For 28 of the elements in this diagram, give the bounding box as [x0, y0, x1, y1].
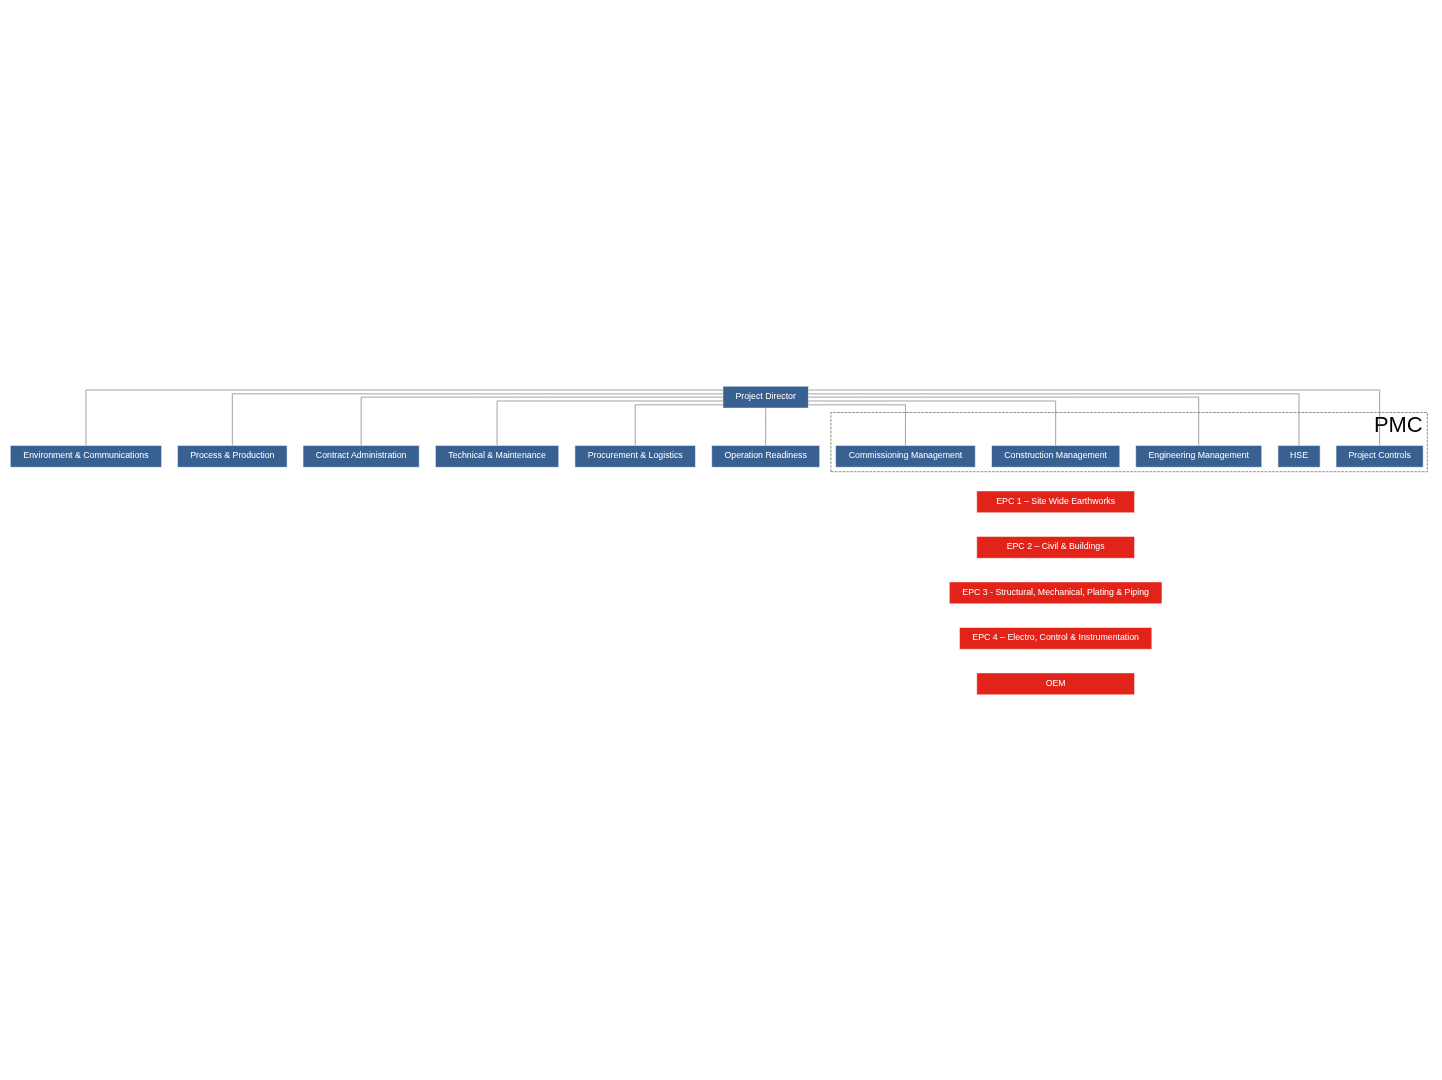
- connector: [808, 389, 1380, 446]
- connector: [808, 393, 1300, 446]
- node-box: Project Director: [722, 385, 809, 408]
- node-box: Contract Administration: [302, 444, 420, 468]
- node-box: Project Controls: [1335, 444, 1424, 468]
- connector: [634, 404, 724, 445]
- node-box: Environment & Communications: [10, 444, 162, 468]
- connector: [765, 407, 766, 445]
- connector: [232, 393, 723, 446]
- connector: [808, 396, 1199, 446]
- connector: [85, 389, 724, 446]
- connector: [496, 400, 724, 445]
- node-box: Commissioning Management: [835, 444, 976, 468]
- node-box: EPC 4 – Electro, Control & Instrumentation: [959, 626, 1153, 650]
- node-box: Procurement & Logistics: [574, 444, 696, 468]
- node-box: HSE: [1277, 444, 1321, 468]
- connector: [808, 404, 906, 445]
- node-box: Operation Readiness: [711, 444, 820, 468]
- node-box: Technical & Maintenance: [435, 444, 559, 468]
- node-box: Process & Production: [177, 444, 288, 468]
- connector: [808, 400, 1056, 445]
- node-box: EPC 1 – Site Wide Earthworks: [976, 490, 1135, 513]
- node-box: Engineering Management: [1135, 444, 1263, 468]
- node-box: EPC 2 – Civil & Buildings: [976, 535, 1135, 559]
- connector: [360, 396, 724, 446]
- node-box: EPC 3 - Structural, Mechanical, Plating & Piping: [949, 581, 1163, 604]
- node-box: Construction Management: [991, 444, 1121, 468]
- node-box: OEM: [976, 672, 1135, 695]
